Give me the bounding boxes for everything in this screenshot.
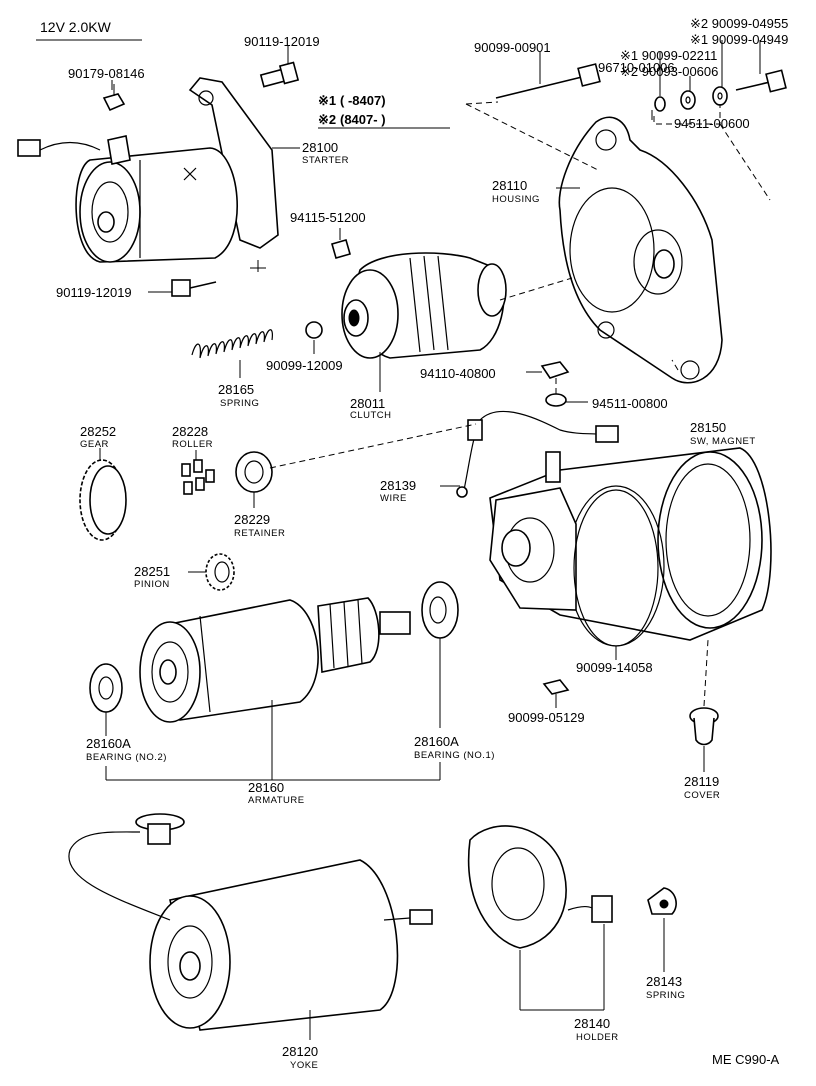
cover-drawing xyxy=(689,707,719,746)
magnet-switch-drawing xyxy=(489,447,772,647)
pinion-drawing xyxy=(205,553,235,591)
part-label-p33: 28120 xyxy=(282,1044,318,1059)
part-name-p24: PINION xyxy=(134,579,170,590)
assembly-dashed-lines xyxy=(269,101,771,707)
part-label-p4: 90099-00901 xyxy=(474,40,551,55)
wire-drawing xyxy=(456,410,619,498)
washer-b-drawing xyxy=(680,90,696,110)
part-label-p17: 94110-40800 xyxy=(420,366,496,381)
part-labels: 90119-12019 90179-08146 28100 STARTER 90… xyxy=(56,16,788,1071)
part-label-p20: 28228 xyxy=(172,424,208,439)
part-label-p24: 28251 xyxy=(134,564,170,579)
washer-94511-drawing xyxy=(545,393,567,407)
part-name-p31: SPRING xyxy=(646,990,685,1001)
ball-drawing xyxy=(305,321,323,339)
part-label-p15: 28165 xyxy=(218,382,254,397)
part-label-p19: 28252 xyxy=(80,424,116,439)
holder-drawing xyxy=(467,825,613,949)
part-label-p30: 28119 xyxy=(684,774,719,789)
small-bolt-drawing xyxy=(735,69,787,93)
note-1-mark: ※1 xyxy=(318,93,336,108)
washer-a-drawing xyxy=(654,96,666,112)
clutch-drawing xyxy=(341,252,507,359)
part-name-p15: SPRING xyxy=(220,398,259,409)
part-label-p18: 94511-00800 xyxy=(592,396,668,411)
note-2-mark: ※2 xyxy=(318,112,336,127)
nut-94115-drawing xyxy=(331,239,351,259)
part-label-p14: 90099-12009 xyxy=(266,358,343,373)
spring-28165-drawing xyxy=(191,329,273,359)
part-name-p19: GEAR xyxy=(80,439,109,450)
leader-lines xyxy=(99,40,761,1040)
part-name-p30: COVER xyxy=(684,790,720,801)
part-label-p22: 28139 xyxy=(380,478,416,493)
part-label-p12: 94115-51200 xyxy=(290,210,366,225)
part-label-p1: 90119-12019 xyxy=(244,34,320,49)
part-label-p2: 90179-08146 xyxy=(68,66,145,81)
part-name-p3: STARTER xyxy=(302,155,349,166)
long-bolt-drawing xyxy=(495,63,601,99)
nut-top-drawing xyxy=(102,84,126,112)
bearing-no2-drawing xyxy=(89,663,123,713)
armature-drawing xyxy=(139,597,411,723)
part-label-p31: 28143 xyxy=(646,974,682,989)
nut-94110-drawing xyxy=(540,361,570,379)
housing-drawing xyxy=(558,116,723,384)
part-label-p23: 28229 xyxy=(234,512,270,527)
part-label-p32: 28140 xyxy=(574,1016,610,1031)
part-label-p11: 28110 xyxy=(492,178,527,193)
bolt-top-drawing xyxy=(259,61,300,88)
part-name-p16: CLUTCH xyxy=(350,410,392,421)
part-label-p28: 28160A xyxy=(414,734,459,749)
part-label-p10: 94511-00600 xyxy=(674,116,750,131)
bolt-lower-drawing xyxy=(171,279,217,297)
note-1-text: ( -8407) xyxy=(340,93,386,108)
part-name-p22: WIRE xyxy=(380,493,407,504)
bearing-no1-drawing xyxy=(421,581,459,639)
part-label-p5: 96710-01006 xyxy=(598,60,675,75)
part-label-p26: 90099-05129 xyxy=(508,710,585,725)
retainer-drawing xyxy=(235,451,273,493)
nut-90099-05129-drawing xyxy=(542,679,570,695)
part-label-p25: 90099-14058 xyxy=(576,660,653,675)
part-label-p3: 28100 xyxy=(302,140,338,155)
part-label-p21: 28150 xyxy=(690,420,726,435)
roller-drawing xyxy=(181,459,215,495)
washer-c-drawing xyxy=(712,86,728,106)
part-name-p11: HOUSING xyxy=(492,194,540,205)
part-name-p20: ROLLER xyxy=(172,439,213,450)
spec-label: 12V 2.0KW xyxy=(40,19,112,35)
note-2-text: (8407- ) xyxy=(340,112,386,127)
starter-assembly-drawing xyxy=(17,77,279,272)
part-name-p32: HOLDER xyxy=(576,1032,619,1043)
gear-drawing xyxy=(79,459,127,541)
part-name-p27: BEARING (NO.2) xyxy=(86,752,167,763)
part-label-p16: 28011 xyxy=(350,396,385,411)
part-name-p21: SW, MAGNET xyxy=(690,436,756,447)
part-name-p33: YOKE xyxy=(290,1060,318,1071)
part-label-p6: ※2 90099-04955 xyxy=(690,16,788,31)
part-label-p8: ※1 90099-02211 xyxy=(620,48,717,63)
part-name-p28: BEARING (NO.1) xyxy=(414,750,495,761)
part-label-p9: ※2 90093-00606 xyxy=(620,64,718,79)
part-label-p29: 28160 xyxy=(248,780,284,795)
part-label-p27: 28160A xyxy=(86,736,131,751)
yoke-drawing xyxy=(68,813,433,1031)
diagram-code: ME C990-A xyxy=(712,1052,780,1067)
part-label-p13: 90119-12019 xyxy=(56,285,132,300)
part-name-p23: RETAINER xyxy=(234,528,285,539)
notes-legend: ※1 ( -8407) ※2 (8407- ) xyxy=(318,93,450,129)
spring-28143-drawing xyxy=(647,887,677,915)
part-label-p7: ※1 90099-04949 xyxy=(690,32,788,47)
part-name-p29: ARMATURE xyxy=(248,795,305,806)
